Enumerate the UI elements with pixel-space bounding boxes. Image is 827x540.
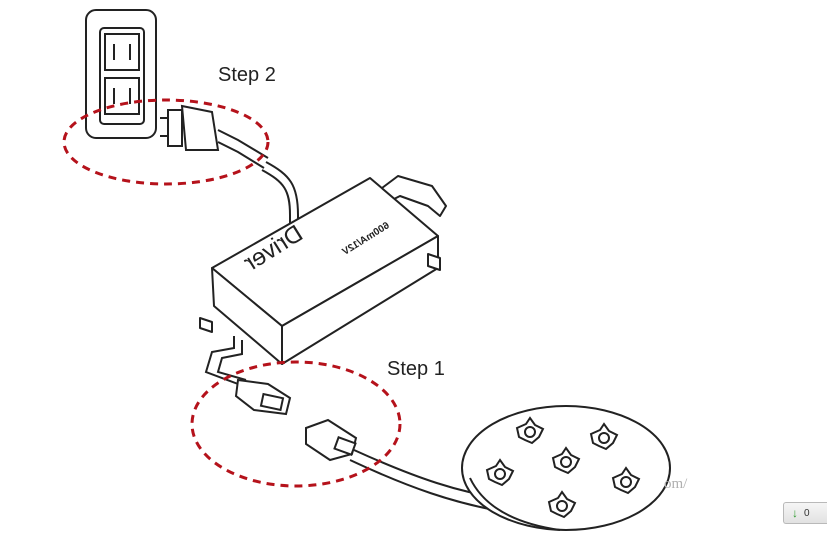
download-arrow-icon: ↓ xyxy=(792,506,798,520)
step1-highlight xyxy=(190,360,402,488)
power-cable xyxy=(265,161,299,228)
download-widget[interactable]: ↓ 0 xyxy=(783,502,827,524)
led-emitter xyxy=(611,466,641,495)
step2-label: Step 2 xyxy=(218,64,276,86)
led-emitter xyxy=(547,490,577,519)
wall-outlet xyxy=(85,9,157,139)
led-emitter xyxy=(515,416,545,445)
led-emitter xyxy=(589,422,619,451)
driver-box xyxy=(199,175,447,365)
led-emitter xyxy=(551,446,581,475)
power-plug xyxy=(160,104,269,169)
power-cable-inner xyxy=(261,169,291,232)
step1-label: Step 1 xyxy=(387,358,445,380)
led-board xyxy=(461,405,671,531)
male-connector xyxy=(234,378,292,416)
led-emitter xyxy=(485,458,515,487)
output-cable xyxy=(204,336,247,385)
female-connector xyxy=(305,418,358,462)
download-count: 0 xyxy=(804,507,810,519)
watermark-text: om/ xyxy=(664,476,688,492)
step2-highlight xyxy=(62,98,270,186)
